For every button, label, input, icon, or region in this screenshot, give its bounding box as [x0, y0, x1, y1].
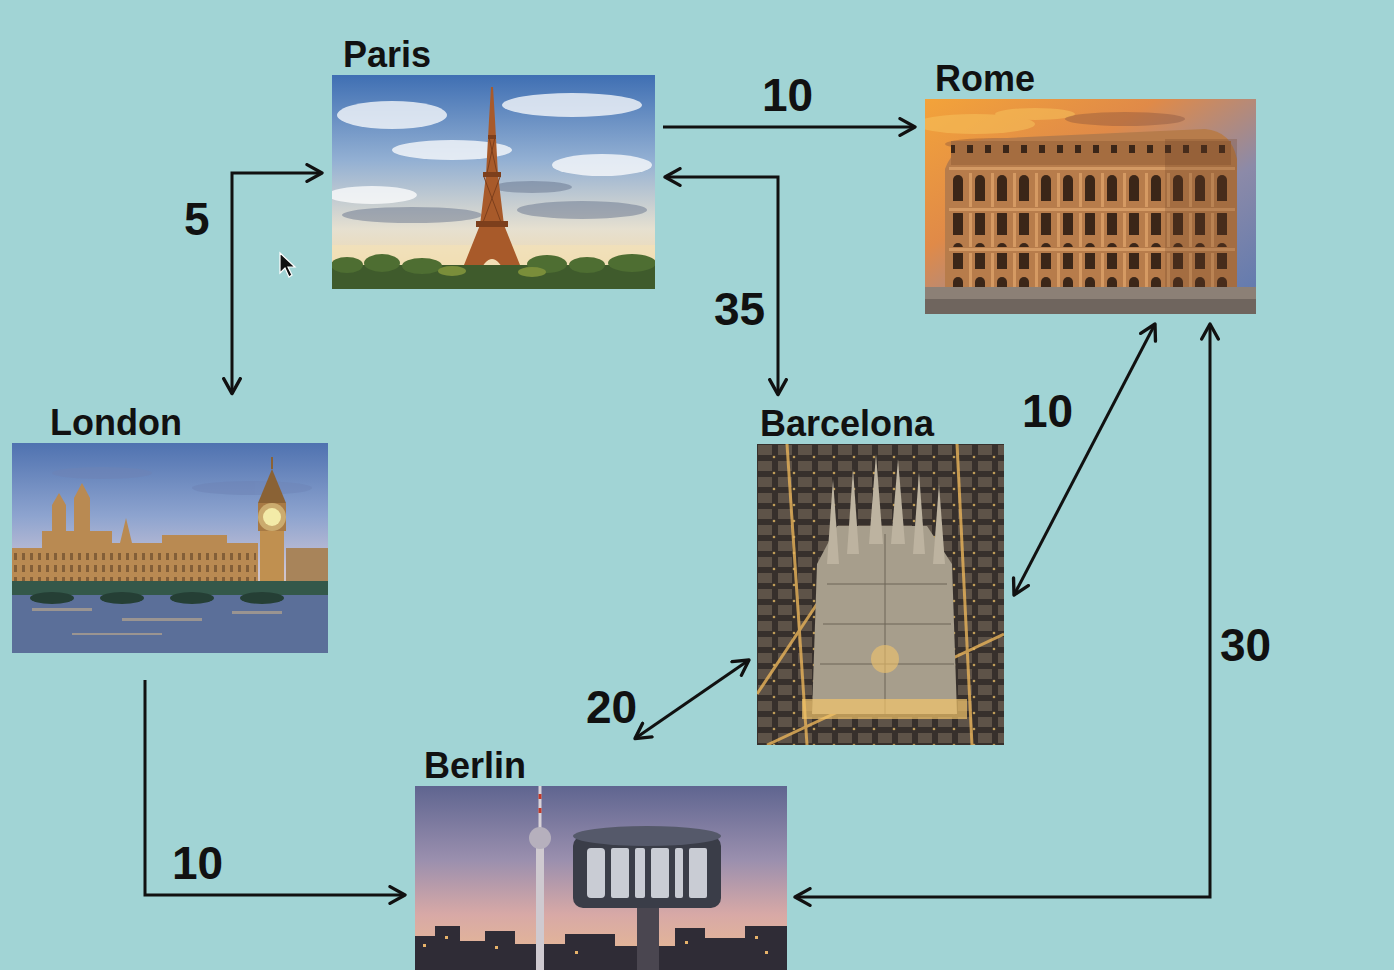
city-name: Berlin: [424, 745, 526, 786]
distance-label: 20: [586, 684, 637, 730]
distance-label: 10: [172, 840, 223, 886]
city-name: Rome: [935, 58, 1035, 99]
city-node: Rome: [925, 58, 1256, 314]
distance-label-box: 20: [586, 684, 637, 730]
route-arrow: [145, 680, 405, 895]
route-arrow: [663, 126, 915, 129]
london-photo: [12, 443, 328, 653]
route-arrow: [665, 177, 778, 395]
distance-label: 35: [714, 286, 765, 332]
mouse-cursor: [280, 253, 295, 277]
city-name: Barcelona: [760, 403, 934, 444]
distance-label: 30: [1220, 622, 1271, 668]
city-name: London: [50, 402, 182, 443]
route-arrow: [635, 660, 749, 739]
distance-label-box: 30: [1220, 622, 1271, 668]
city-node: London: [12, 402, 328, 653]
distance-label: 5: [184, 196, 210, 242]
distance-label-box: 5: [184, 196, 210, 242]
distance-label-box: 10: [762, 72, 813, 118]
city-node: Berlin: [415, 745, 787, 970]
route-arrow: [1014, 324, 1155, 595]
distance-label-box: 35: [714, 286, 765, 332]
barcelona-photo: [757, 444, 1004, 745]
city-node: Barcelona: [757, 403, 1004, 745]
paris-photo: [327, 75, 656, 289]
city-name: Paris: [343, 34, 431, 75]
distance-label-box: 10: [1022, 388, 1073, 434]
berlin-photo: [415, 786, 787, 970]
rome-photo: [915, 99, 1256, 314]
route-arrow: [232, 173, 322, 394]
distance-label: 10: [762, 72, 813, 118]
distance-label: 10: [1022, 388, 1073, 434]
distance-label-box: 10: [172, 840, 223, 886]
city-node: Paris: [332, 34, 655, 289]
